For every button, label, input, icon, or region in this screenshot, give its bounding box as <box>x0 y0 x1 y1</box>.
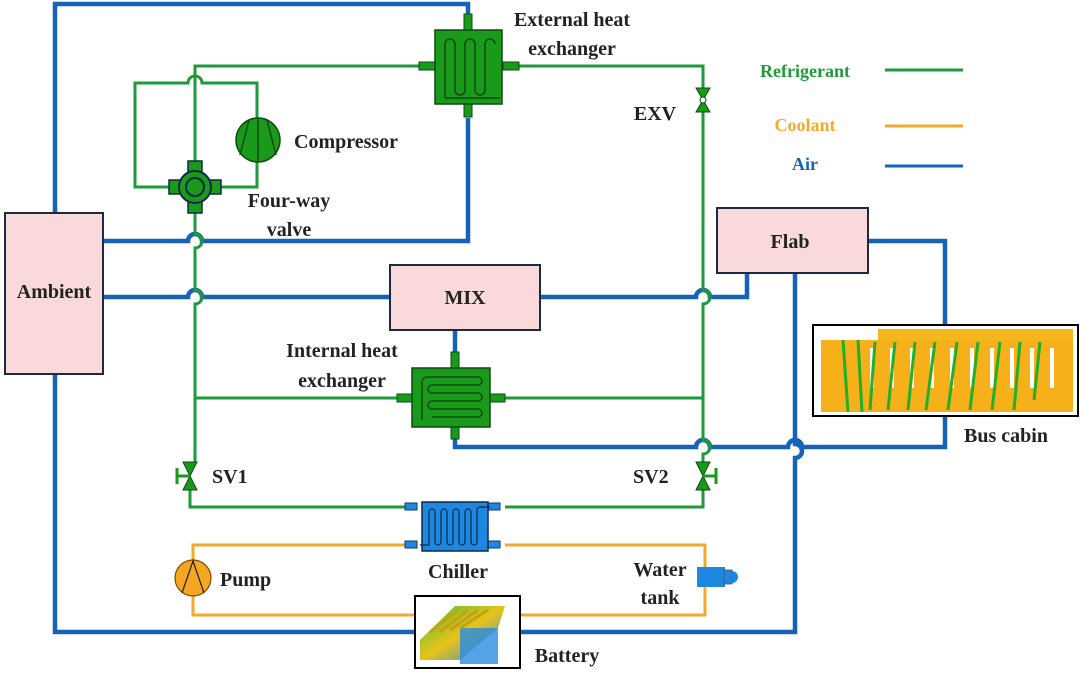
ambient-label: Ambient <box>17 281 92 303</box>
four-way-valve-icon <box>168 160 222 214</box>
pump-icon <box>174 559 212 597</box>
legend-label-air: Air <box>792 154 818 174</box>
four-way-valve-label-2: valve <box>267 219 312 241</box>
legend-label-refrigerant: Refrigerant <box>760 61 850 81</box>
bus-cabin-image <box>812 324 1079 417</box>
internal-hx-label-1: Internal heat <box>286 340 398 362</box>
compressor-icon <box>235 117 281 163</box>
four-way-valve-label-1: Four-way <box>248 190 331 212</box>
battery-image <box>414 595 521 669</box>
chiller <box>404 501 501 552</box>
water-tank-icon <box>697 567 738 587</box>
exv-label: EXV <box>634 103 677 125</box>
legend-label-coolant: Coolant <box>774 115 835 135</box>
water-tank-label-1: Water <box>633 559 686 581</box>
refrigerant-lines <box>133 64 712 509</box>
bus-cabin-label: Bus cabin <box>964 425 1048 447</box>
external-hx-label-2: exchanger <box>528 38 616 60</box>
external-hx-label-1: External heat <box>514 9 630 31</box>
sv1-solenoid-valve-icon <box>175 461 198 491</box>
sv2-label: SV2 <box>633 466 669 488</box>
legend: Refrigerant Coolant Air <box>760 61 963 174</box>
chiller-label: Chiller <box>428 561 488 583</box>
ambient-node <box>4 212 104 375</box>
internal-heat-exchanger <box>396 351 506 440</box>
flab-label: Flab <box>771 231 810 253</box>
sv1-label: SV1 <box>212 466 248 488</box>
internal-hx-label-2: exchanger <box>298 370 386 392</box>
legend-item-air: Air <box>792 154 963 174</box>
battery-label: Battery <box>535 645 599 667</box>
compressor-label: Compressor <box>294 131 398 153</box>
sv2-solenoid-valve-icon <box>695 461 718 491</box>
legend-item-refrigerant: Refrigerant <box>760 61 963 81</box>
exv-valve-icon <box>695 87 711 113</box>
water-tank-label-2: tank <box>641 587 681 609</box>
mix-label: MIX <box>444 287 486 309</box>
pump-label: Pump <box>220 569 271 591</box>
flab-node <box>716 207 869 274</box>
mix-node <box>389 264 541 331</box>
external-heat-exchanger <box>418 13 520 118</box>
legend-item-coolant: Coolant <box>774 115 963 135</box>
